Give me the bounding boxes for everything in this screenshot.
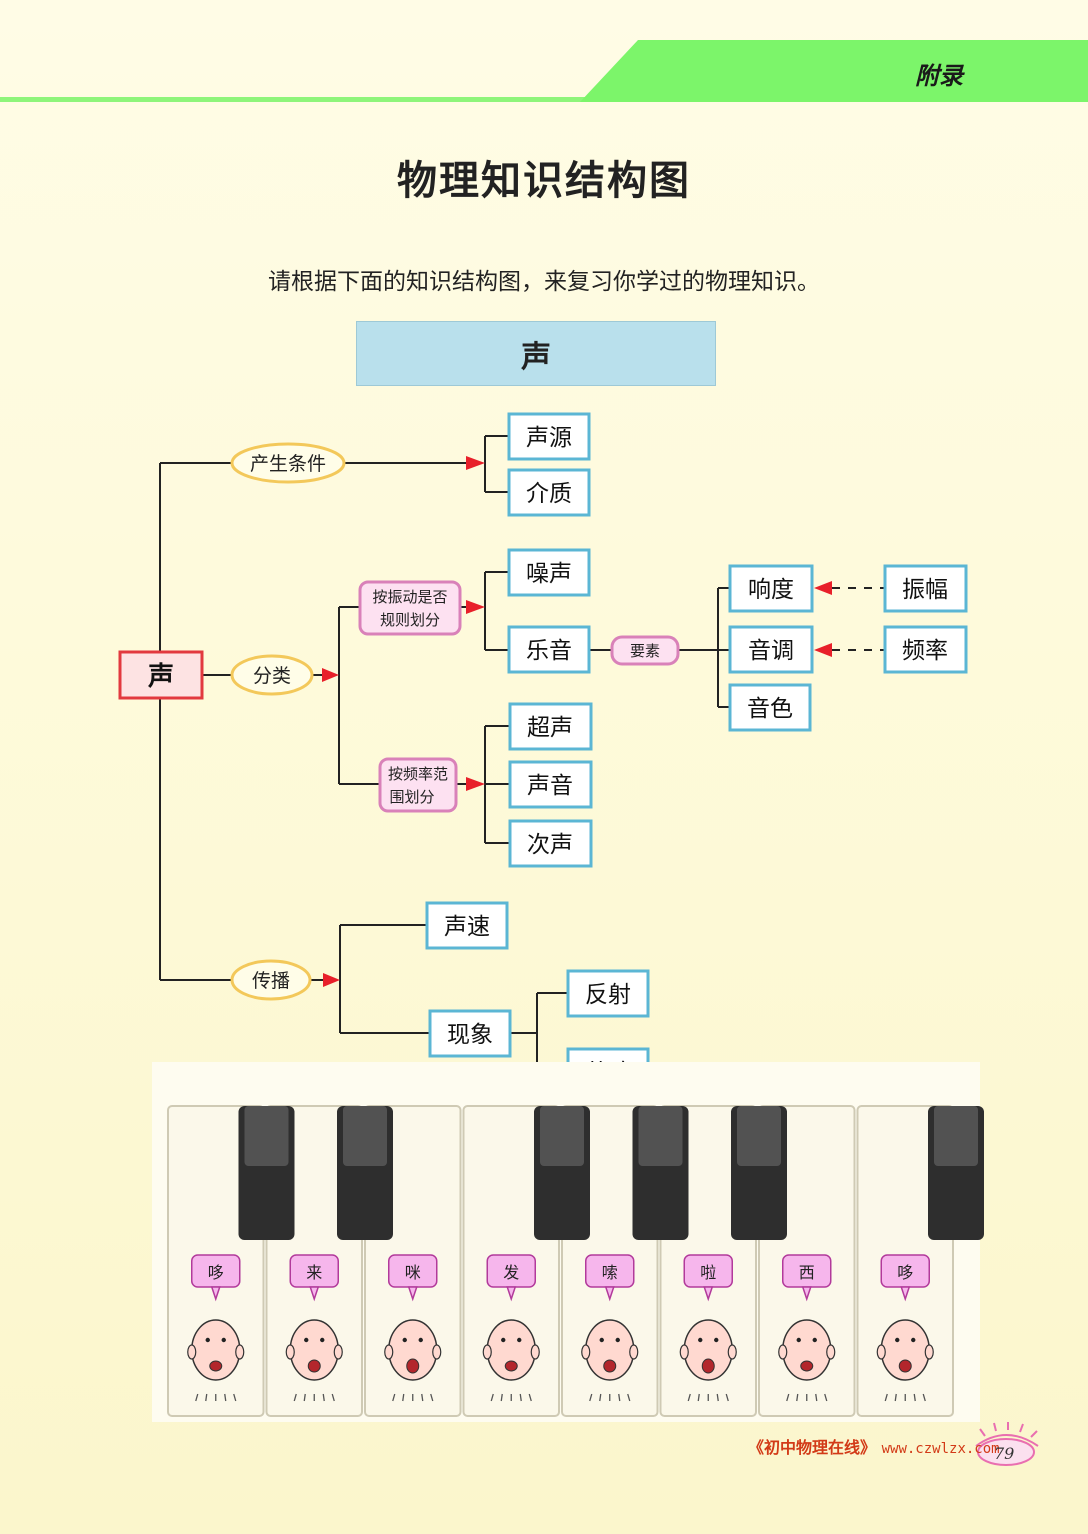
arrowhead <box>466 600 485 614</box>
box-timbre: 音色 <box>728 683 812 732</box>
site-url[interactable]: www.czwlzx.com <box>881 1441 1000 1457</box>
piano-keys: 哆来咪发嗦啦西哆 <box>167 1105 984 1417</box>
elements-label: 要素 <box>630 642 660 660</box>
note-label: 哆 <box>208 1263 224 1282</box>
box-label: 音色 <box>747 696 793 722</box>
arrowhead <box>466 456 485 470</box>
note-label: 哆 <box>897 1263 913 1282</box>
branch-label: 分类 <box>253 665 291 687</box>
note-label: 西 <box>799 1263 815 1282</box>
note-label: 咪 <box>405 1263 421 1282</box>
box-pitch: 音调 <box>728 625 814 674</box>
by-regularity-node: 按振动是否 规则划分 <box>358 580 462 636</box>
branch-classification: 分类 <box>230 654 314 696</box>
box-label: 振幅 <box>902 577 948 603</box>
box-label: 声音 <box>527 773 573 799</box>
header-rule <box>0 97 1088 102</box>
branch-label: 产生条件 <box>250 453 326 475</box>
box-ultrasound: 超声 <box>508 702 593 751</box>
box-label: 频率 <box>902 638 948 664</box>
box-label: 声源 <box>526 425 572 451</box>
box-infrasound: 次声 <box>508 819 593 868</box>
classifier-label-line1: 按频率范 <box>388 765 448 783</box>
section-label: 附录 <box>915 61 963 90</box>
box-label: 响度 <box>748 577 794 603</box>
note-label: 啦 <box>700 1263 716 1282</box>
footer-credit[interactable]: 《初中物理在线》 www.czwlzx.com <box>748 1434 1000 1458</box>
elements-node: 要素 <box>610 635 680 666</box>
root-label: 声 <box>148 662 174 692</box>
box-label: 音调 <box>748 638 794 664</box>
box-label: 反射 <box>585 982 631 1008</box>
topic-banner: 声 <box>356 321 716 386</box>
by-frequency-node: 按频率范 围划分 <box>378 757 458 813</box>
piano-illustration: 哆来咪发嗦啦西哆 <box>152 1062 984 1422</box>
arrowhead <box>322 668 339 682</box>
box-loudness: 响度 <box>728 564 814 613</box>
box-label: 乐音 <box>526 638 572 664</box>
header-tab <box>580 40 1088 102</box>
arrowhead <box>814 643 832 657</box>
box-sound-speed: 声速 <box>425 901 509 950</box>
box-sound-source: 声源 <box>507 412 591 461</box>
classifier-label-line2: 围划分 <box>389 788 434 806</box>
box-label: 现象 <box>447 1022 493 1048</box>
classifier-label-line2: 规则划分 <box>380 611 440 629</box>
eye-decoration <box>975 1422 1039 1466</box>
note-label: 嗦 <box>602 1263 618 1282</box>
box-label: 次声 <box>527 832 573 858</box>
arrowhead <box>323 973 340 987</box>
box-reflection: 反射 <box>566 969 650 1018</box>
box-label: 超声 <box>527 715 573 741</box>
page-number: 79 <box>994 1444 1015 1463</box>
box-phenomena: 现象 <box>428 1009 512 1058</box>
arrowhead <box>466 777 485 791</box>
page-title: 物理知识结构图 <box>397 157 691 204</box>
connector-lines <box>159 435 884 1072</box>
box-label: 介质 <box>526 481 572 507</box>
note-label: 发 <box>503 1263 519 1282</box>
branch-production: 产生条件 <box>230 442 346 484</box>
note-label: 来 <box>306 1263 322 1282</box>
arrowhead <box>814 581 832 595</box>
box-medium: 介质 <box>507 468 591 517</box>
branch-label: 传播 <box>252 970 290 992</box>
classifier-label-line1: 按振动是否 <box>372 588 447 606</box>
box-noise: 噪声 <box>507 548 591 597</box>
intro-text: 请根据下面的知识结构图，来复习你学过的物理知识。 <box>268 269 820 295</box>
box-musical-sound: 乐音 <box>507 625 591 674</box>
box-frequency: 频率 <box>883 625 968 674</box>
root-node: 声 <box>118 650 204 700</box>
box-audible-sound: 声音 <box>508 760 593 809</box>
box-label: 噪声 <box>526 561 572 587</box>
box-label: 声速 <box>444 914 490 940</box>
site-name: 《初中物理在线》 <box>748 1438 877 1457</box>
box-amplitude: 振幅 <box>883 564 968 613</box>
arrowheads <box>322 456 832 987</box>
branch-propagation: 传播 <box>230 959 312 1001</box>
